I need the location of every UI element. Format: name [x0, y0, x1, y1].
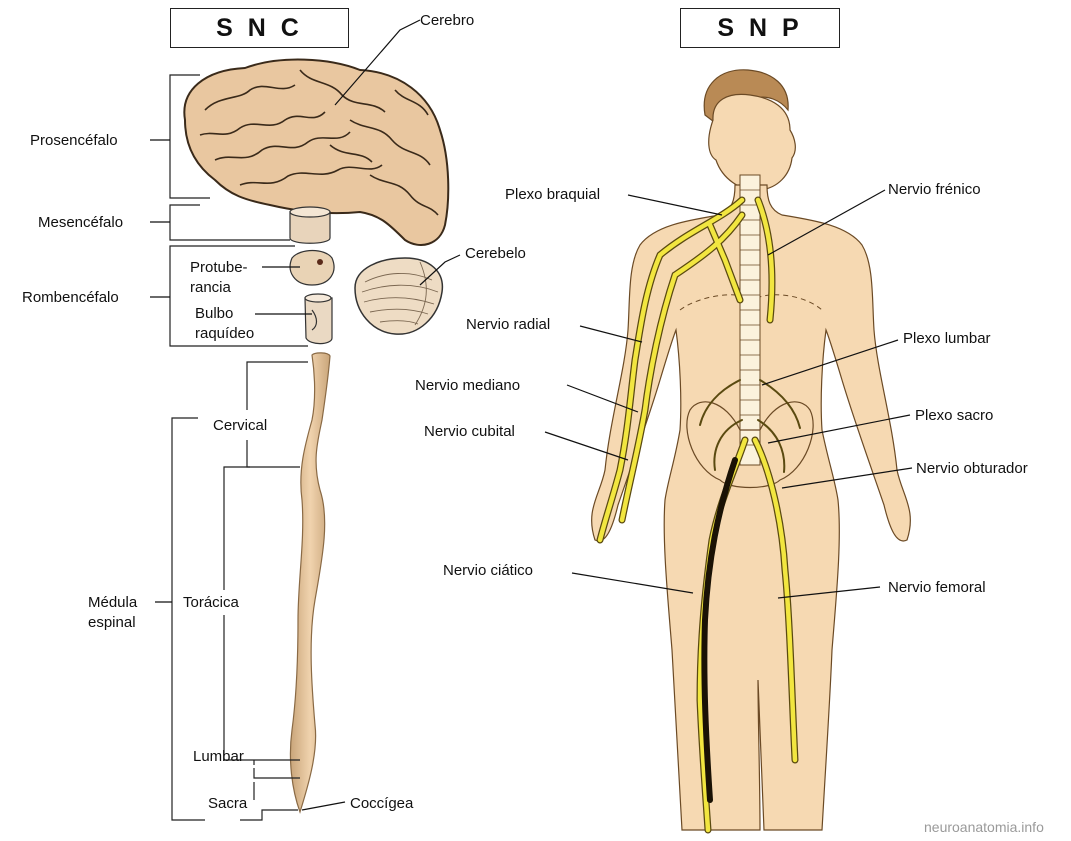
pons-illustration — [290, 251, 334, 286]
label-protuberancia-1: Protube- — [190, 259, 248, 276]
label-mesencefalo: Mesencéfalo — [38, 214, 123, 231]
label-bulbo-1: Bulbo — [195, 305, 233, 322]
label-nervio-mediano: Nervio mediano — [415, 377, 520, 394]
label-nervio-frenico: Nervio frénico — [888, 181, 981, 198]
label-sacra: Sacra — [208, 795, 248, 812]
label-toracica: Torácica — [183, 594, 240, 611]
mesencephalon-illustration — [290, 207, 330, 243]
label-prosencefalo: Prosencéfalo — [30, 132, 118, 149]
label-nervio-femoral: Nervio femoral — [888, 579, 986, 596]
label-nervio-cubital: Nervio cubital — [424, 423, 515, 440]
label-medula-2: espinal — [88, 614, 136, 631]
label-nervio-radial: Nervio radial — [466, 316, 550, 333]
label-medula-1: Médula — [88, 594, 138, 611]
label-plexo-braquial: Plexo braquial — [505, 186, 600, 203]
cerebellum-illustration — [355, 258, 442, 334]
label-cervical: Cervical — [213, 417, 267, 434]
watermark-text: neuroanatomia.info — [924, 819, 1044, 835]
label-coccigea: Coccígea — [350, 795, 414, 812]
label-protuberancia-2: rancia — [190, 279, 232, 296]
label-bulbo-2: raquídeo — [195, 325, 254, 342]
medulla-illustration — [305, 294, 332, 344]
spinal-cord-illustration — [290, 353, 330, 812]
label-rombencefalo: Rombencéfalo — [22, 289, 119, 306]
label-plexo-sacro: Plexo sacro — [915, 407, 993, 424]
label-cerebro: Cerebro — [420, 12, 474, 29]
label-nervio-ciatico: Nervio ciático — [443, 562, 533, 579]
label-plexo-lumbar: Plexo lumbar — [903, 330, 991, 347]
label-lumbar: Lumbar — [193, 748, 244, 765]
label-nervio-obturador: Nervio obturador — [916, 460, 1028, 477]
label-cerebelo: Cerebelo — [465, 245, 526, 262]
